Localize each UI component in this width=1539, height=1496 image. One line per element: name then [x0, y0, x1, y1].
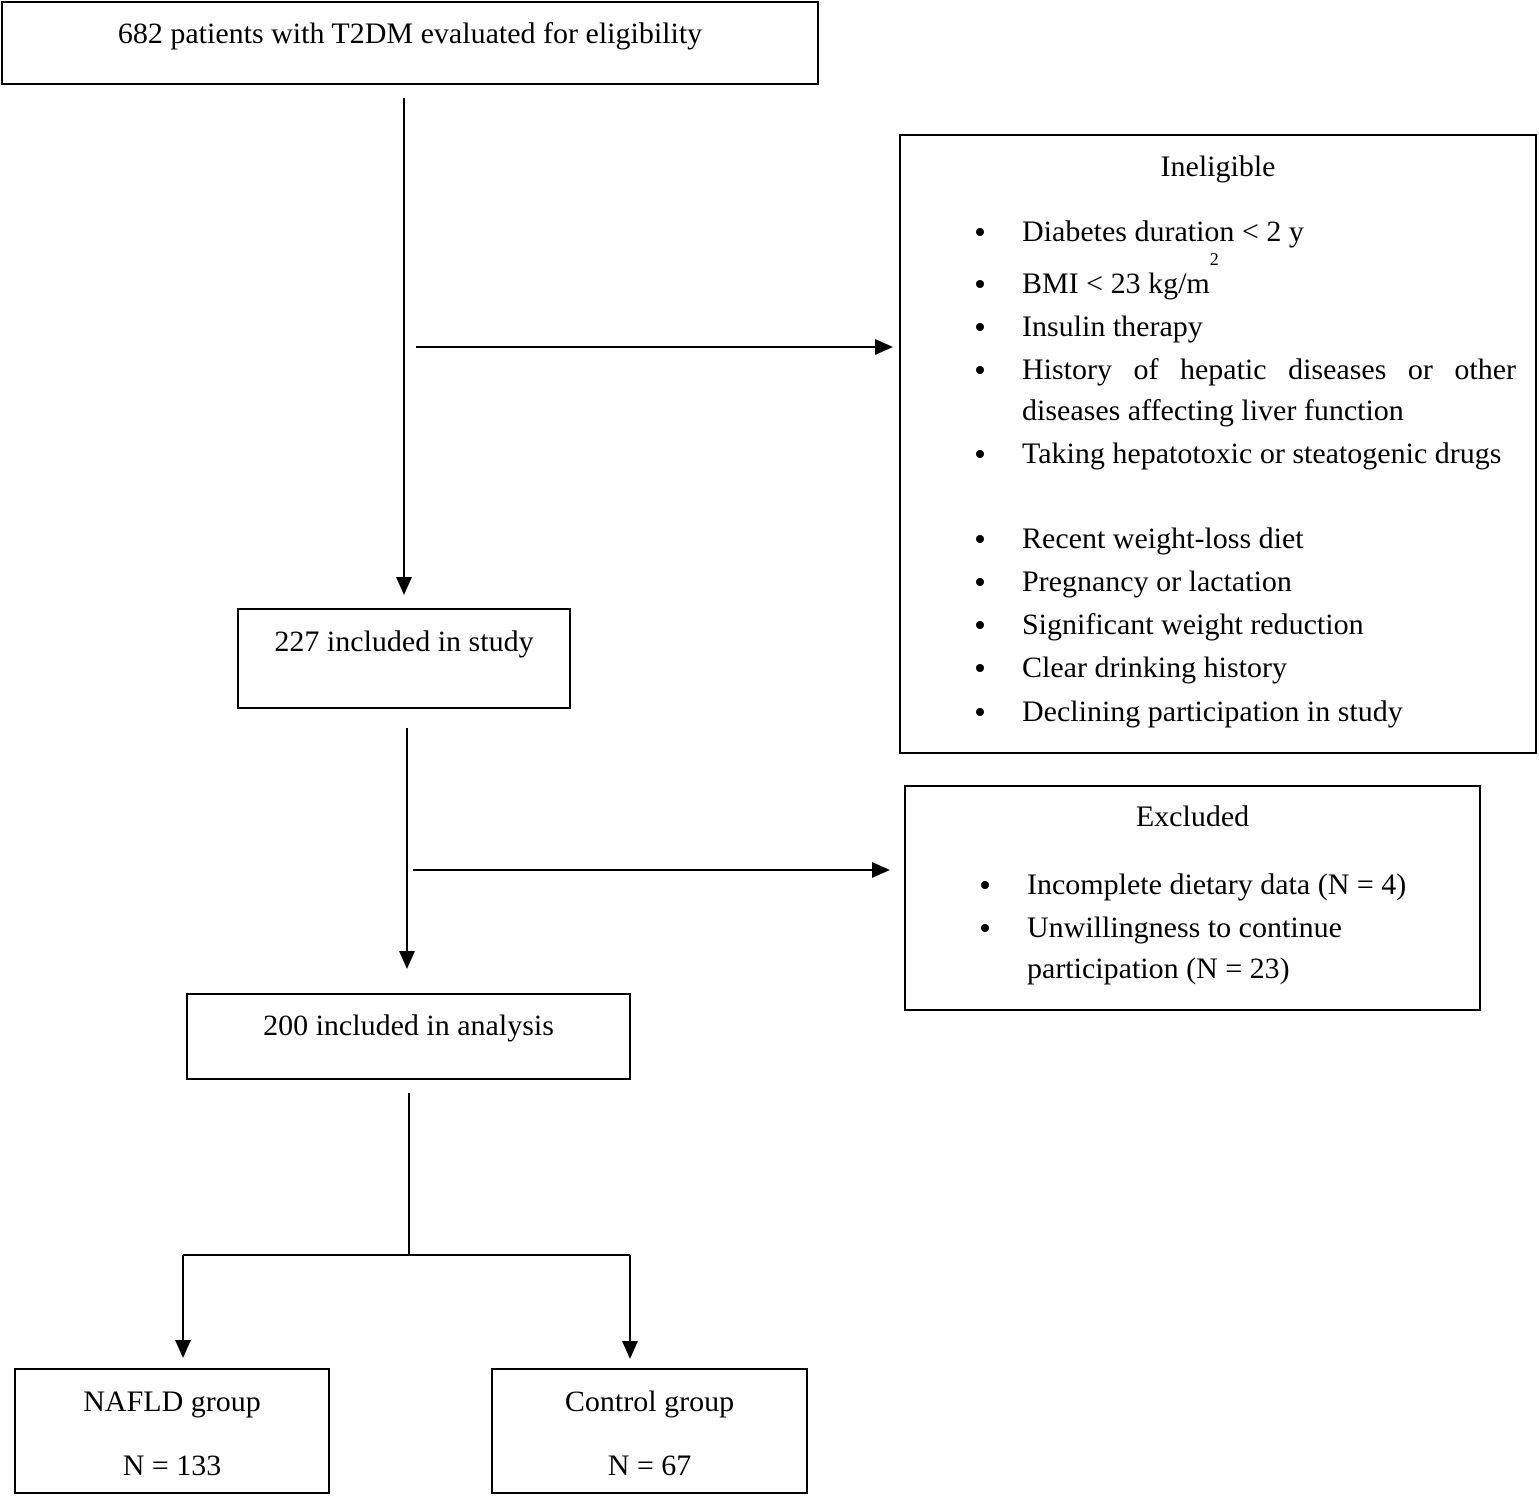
ineligible-item: Pregnancy or lactation — [1022, 565, 1292, 598]
bullet-icon — [976, 621, 984, 629]
control-group-label: Control group — [564, 1385, 735, 1418]
included-study-box: 227 included in study — [237, 608, 571, 709]
bullet-icon — [976, 323, 984, 331]
bullet-icon — [976, 366, 984, 374]
bullet-icon — [976, 708, 984, 716]
bullet-icon — [976, 280, 984, 288]
ineligible-item: Recent weight-loss diet — [1022, 522, 1304, 555]
eligibility-text: 682 patients with T2DM evaluated for eli… — [117, 17, 703, 50]
ineligible-item: Clear drinking history — [1022, 651, 1287, 684]
ineligible-item: Declining participation in study — [1022, 695, 1403, 728]
ineligible-item: Insulin therapy — [1022, 310, 1203, 343]
bullet-icon — [981, 924, 989, 932]
nafld-group-box: NAFLD group N = 133 — [14, 1368, 330, 1494]
included-analysis-box: 200 included in analysis — [186, 993, 631, 1080]
nafld-group-label: NAFLD group — [83, 1385, 261, 1418]
bullet-icon — [976, 228, 984, 236]
bullet-icon — [976, 450, 984, 458]
nafld-group-count: N = 133 — [122, 1449, 222, 1482]
eligibility-box: 682 patients with T2DM evaluated for eli… — [1, 1, 819, 85]
bmi-text: BMI < 23 kg/m — [1022, 267, 1210, 300]
ineligible-box: Ineligible Diabetes duration < 2 y BMI <… — [899, 134, 1537, 754]
excluded-item: Unwillingness to continue participation … — [1027, 911, 1342, 985]
control-group-box: Control group N = 67 — [491, 1368, 808, 1494]
excluded-box: Excluded Incomplete dietary data (N = 4)… — [904, 785, 1481, 1011]
included-study-text: 227 included in study — [274, 625, 534, 658]
ineligible-item: Significant weight reduction — [1022, 608, 1364, 641]
bullet-icon — [981, 881, 989, 889]
ineligible-title: Ineligible — [1160, 150, 1276, 183]
bmi-superscript: 2 — [1209, 249, 1219, 269]
bullet-icon — [976, 664, 984, 672]
ineligible-item: History of hepatic diseases or other dis… — [1022, 353, 1516, 427]
ineligible-item: BMI < 23 kg/m2 — [1022, 250, 1219, 304]
bullet-icon — [976, 535, 984, 543]
excluded-item: Incomplete dietary data (N = 4) — [1027, 868, 1407, 901]
excluded-title: Excluded — [1135, 800, 1250, 833]
included-analysis-text: 200 included in analysis — [263, 1009, 554, 1042]
control-group-count: N = 67 — [607, 1449, 692, 1482]
ineligible-item: Taking hepatotoxic or steatogenic drugs — [1022, 437, 1502, 470]
bullet-icon — [976, 578, 984, 586]
ineligible-item: Diabetes duration < 2 y — [1022, 215, 1304, 248]
